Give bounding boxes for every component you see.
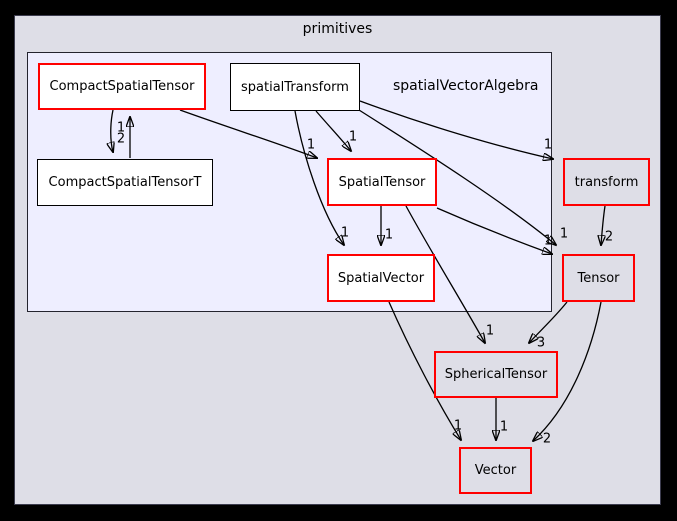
edge-spatialTransform-SpatialTensor — [315, 110, 351, 151]
edge-SpatialVector-Vector — [388, 301, 461, 440]
edge-count-label: 1 — [384, 227, 394, 243]
node-Tensor[interactable]: Tensor — [562, 254, 635, 302]
edge-count-label: 1 — [340, 225, 350, 241]
node-CompactSpatialTensor[interactable]: CompactSpatialTensor — [38, 63, 206, 110]
edge-Tensor-Vector — [533, 301, 602, 441]
edge-SpatialTensor-Tensor — [436, 207, 552, 254]
edge-spatialTransform-SpatialVector — [294, 110, 344, 245]
edge-SpatialTensor-SphericalTensor — [405, 205, 485, 343]
edge-count-label: 1 — [499, 419, 509, 435]
edge-count-label: 1 — [306, 137, 316, 153]
edge-count-label: 1 — [543, 233, 553, 249]
node-SpatialTensor[interactable]: SpatialTensor — [327, 158, 437, 206]
node-SphericalTensor[interactable]: SphericalTensor — [434, 351, 558, 398]
edge-count-label: 1 — [453, 418, 463, 434]
edge-count-label: 3 — [536, 335, 546, 351]
node-transform[interactable]: transform — [563, 158, 650, 206]
node-spatialTransform[interactable]: spatialTransform — [230, 63, 360, 111]
edge-count-label: 2 — [604, 229, 614, 245]
edge-count-label: 2 — [542, 431, 552, 447]
node-SpatialVector[interactable]: SpatialVector — [327, 254, 435, 302]
node-Vector[interactable]: Vector — [459, 447, 532, 494]
cluster-label: spatialVectorAlgebra — [393, 78, 539, 94]
edge-spatialTransform-transform — [359, 100, 553, 159]
edge-Tensor-SphericalTensor — [529, 301, 568, 343]
outer-directory-title: primitives — [302, 21, 373, 37]
edge-count-label: 1 — [116, 120, 126, 136]
edge-transform-Tensor — [601, 205, 605, 245]
edge-spatialTransform-Tensor — [358, 109, 556, 245]
edge-count-label: 1 — [543, 137, 553, 153]
node-CompactSpatialTensorT[interactable]: CompactSpatialTensorT — [37, 159, 213, 206]
edge-count-label: 2 — [116, 131, 126, 147]
edge-count-label: 1 — [485, 323, 495, 339]
edge-CompactSpatialTensor-CompactSpatialTensorT — [111, 109, 113, 152]
edge-CompactSpatialTensor-SpatialTensor — [179, 109, 317, 158]
edge-count-label: 1 — [559, 226, 569, 242]
edge-count-label: 1 — [348, 129, 358, 145]
